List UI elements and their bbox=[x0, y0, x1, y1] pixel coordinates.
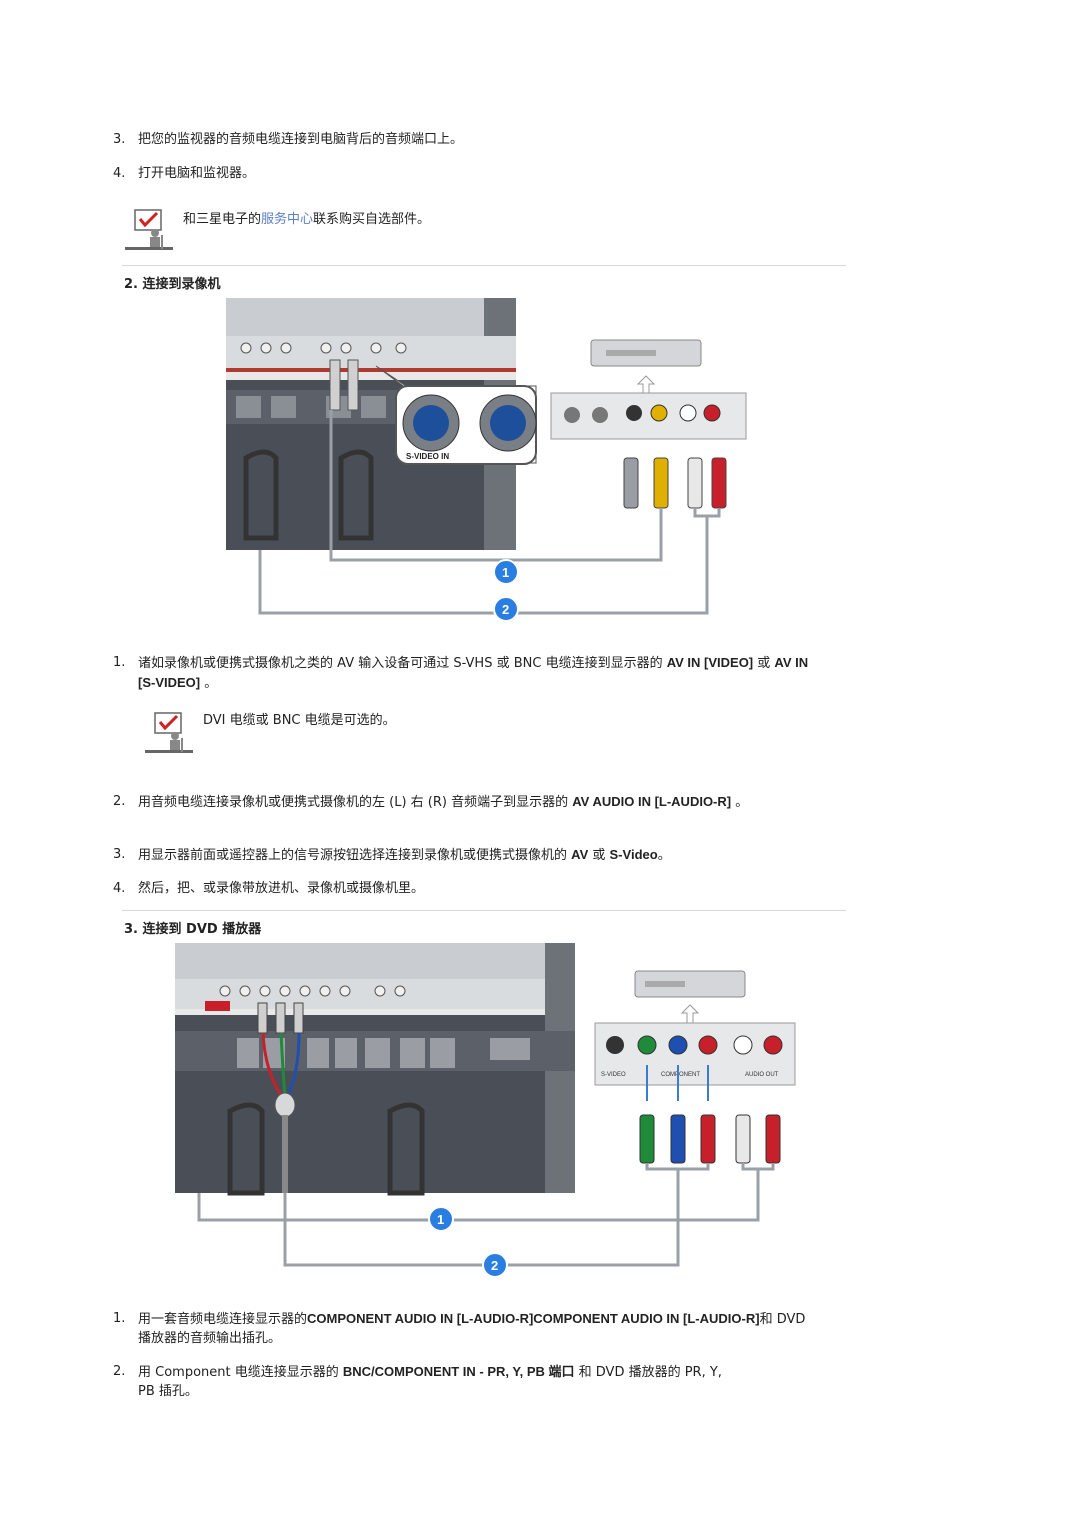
vcr-connection-diagram: S-VIDEO IN 1 2 bbox=[226, 298, 747, 622]
dvd-device bbox=[634, 970, 746, 998]
step-text: 用 Component 电缆连接显示器的 BNC/COMPONENT IN - … bbox=[138, 1362, 818, 1401]
step-bold-1: AV IN [VIDEO] bbox=[666, 655, 754, 670]
note-icon bbox=[145, 712, 193, 753]
step-number: 4. bbox=[113, 881, 126, 896]
step-bold: COMPONENT AUDIO IN [L-AUDIO-R]COMPONENT … bbox=[307, 1311, 760, 1326]
step-text-mid: 或 bbox=[588, 848, 610, 863]
marker-1 bbox=[428, 1206, 454, 1232]
svideo-label: S-VIDEO bbox=[601, 1072, 626, 1078]
section-divider bbox=[122, 265, 846, 266]
marker-2 bbox=[493, 596, 519, 622]
audio-out-label: AUDIO OUT bbox=[745, 1072, 779, 1078]
step-bold: AV AUDIO IN [L-AUDIO-R] bbox=[572, 794, 732, 809]
step-bold-1: AV bbox=[571, 847, 589, 862]
dvd-connection-diagram: S-VIDEO COMPONENT AUDIO OUT 1 2 bbox=[175, 943, 796, 1278]
step-text: 把您的监视器的音频电缆连接到电脑背后的音频端口上。 bbox=[138, 132, 464, 147]
note-text-before: 和三星电子的 bbox=[183, 212, 262, 227]
step-number: 4. bbox=[113, 166, 126, 181]
section-heading-dvd: 3. 连接到 DVD 播放器 bbox=[124, 922, 262, 937]
marker-1-label: 1 bbox=[437, 1212, 444, 1227]
step-number: 1. bbox=[113, 655, 126, 670]
step-bold: BNC/COMPONENT IN - PR, Y, PB 端口 bbox=[342, 1364, 575, 1379]
step-text-end: 。 bbox=[200, 676, 218, 691]
step-text-mid: 和 DVD 播放器的 PR, Y, bbox=[574, 1365, 722, 1380]
step-text: 打开电脑和监视器。 bbox=[138, 166, 256, 181]
service-center-link[interactable]: 服务中心 bbox=[261, 212, 314, 227]
step-text: 用音频电缆连接录像机或便携式摄像机的左 (L) 右 (R) 音频端子到显示器的 … bbox=[138, 792, 818, 812]
svideo-in-label: S-VIDEO IN bbox=[406, 452, 449, 461]
step-bold-2: AV IN [S-VIDEO] bbox=[138, 655, 809, 690]
marker-1-label: 1 bbox=[502, 565, 509, 580]
marker-1 bbox=[493, 559, 519, 585]
step-number: 3. bbox=[113, 132, 126, 147]
step-number: 2. bbox=[113, 1364, 126, 1379]
step-bold-2: S-Video bbox=[609, 847, 658, 862]
step-number: 3. bbox=[113, 847, 126, 862]
section-divider bbox=[122, 910, 846, 911]
step-text-main: 用一套音频电缆连接显示器的 bbox=[138, 1312, 308, 1327]
step-text: 然后，把、或录像带放进机、录像机或摄像机里。 bbox=[138, 881, 425, 896]
step-number: 1. bbox=[113, 1311, 126, 1326]
step-text-end: 。 bbox=[657, 848, 671, 863]
section-heading-vcr: 2. 连接到录像机 bbox=[124, 277, 221, 292]
marker-2-label: 2 bbox=[491, 1258, 498, 1273]
step-text: 用显示器前面或遥控器上的信号源按钮选择连接到录像机或便携式摄像机的 AV 或 S… bbox=[138, 845, 818, 865]
marker-2 bbox=[482, 1252, 508, 1278]
component-label: COMPONENT bbox=[661, 1072, 700, 1078]
step-text-end: PB 插孔。 bbox=[138, 1384, 198, 1399]
note-service-center: 和三星电子的服务中心联系购买自选部件。 bbox=[183, 210, 430, 229]
note-text-after: 联系购买自选部件。 bbox=[313, 212, 431, 227]
step-text-end: 。 bbox=[731, 795, 749, 810]
dvd-terminal-panel bbox=[594, 1022, 796, 1086]
step-text-main: 用 Component 电缆连接显示器的 bbox=[138, 1365, 343, 1380]
note-icon bbox=[125, 209, 173, 250]
step-text-end: 和 DVD 播放器的音频输出插孔。 bbox=[138, 1312, 806, 1346]
note-dvi-bnc: DVI 电缆或 BNC 电缆是可选的。 bbox=[203, 713, 396, 728]
step-number: 2. bbox=[113, 794, 126, 809]
marker-2-label: 2 bbox=[502, 602, 509, 617]
step-text-main: 用显示器前面或遥控器上的信号源按钮选择连接到录像机或便携式摄像机的 bbox=[138, 848, 572, 863]
step-text-main: 诸如录像机或便携式摄像机之类的 AV 输入设备可通过 S-VHS 或 BNC 电… bbox=[138, 656, 667, 671]
step-text: 诸如录像机或便携式摄像机之类的 AV 输入设备可通过 S-VHS 或 BNC 电… bbox=[138, 653, 818, 693]
step-text-main: 用音频电缆连接录像机或便携式摄像机的左 (L) 右 (R) 音频端子到显示器的 bbox=[138, 795, 573, 810]
step-text-mid: 或 bbox=[753, 656, 775, 671]
step-text: 用一套音频电缆连接显示器的COMPONENT AUDIO IN [L-AUDIO… bbox=[138, 1309, 818, 1348]
